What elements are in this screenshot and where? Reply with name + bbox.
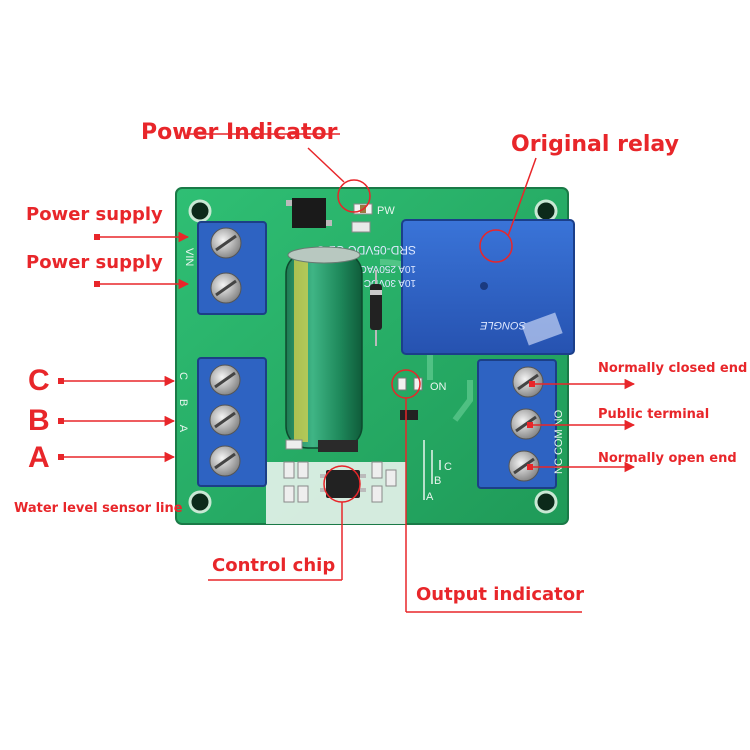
nc-com-no-silkscreen: NC COM NO [553,409,565,474]
diode [370,270,382,346]
annotation-lines [64,133,636,613]
smd-components [283,439,397,503]
smd-resistor-top [351,221,371,233]
relay-brand-text: SONGLE [479,319,526,331]
output-indicator-label: Output indicator [416,584,584,605]
normally-closed-label: Normally closed end [598,361,748,376]
vin-silkscreen: VIN [183,248,195,266]
pw-silkscreen: PW [377,205,395,217]
power-supply-label-2: Power supply [26,252,163,273]
water-level-sensor-label: Water level sensor line [14,501,183,516]
annotation-dots [58,234,535,470]
mark-a: A [426,491,434,503]
bridge-rectifier [286,198,332,228]
on-silkscreen: ON [430,381,447,393]
power-indicator-label: Power Indicator [141,120,338,145]
cba-silkscreen: C B A [177,372,189,440]
normally-open-label: Normally open end [598,451,737,466]
power-supply-label-1: Power supply [26,204,163,225]
terminal-b-label: B [28,404,50,437]
mark-c: C [444,461,452,473]
vin-terminal-block [197,221,267,315]
sensor-terminal-block [197,357,267,487]
public-terminal-label: Public terminal [598,407,710,422]
mark-b: B [434,475,441,487]
sensor-level-marks [423,440,441,500]
relay-terminal-block [477,359,557,489]
control-chip-label: Control chip [212,555,336,576]
control-chip [320,470,366,498]
terminal-a-label: A [28,441,50,474]
terminal-c-label: C [28,364,50,397]
electrolytic-capacitor [285,246,363,449]
original-relay-label: Original relay [511,132,679,157]
